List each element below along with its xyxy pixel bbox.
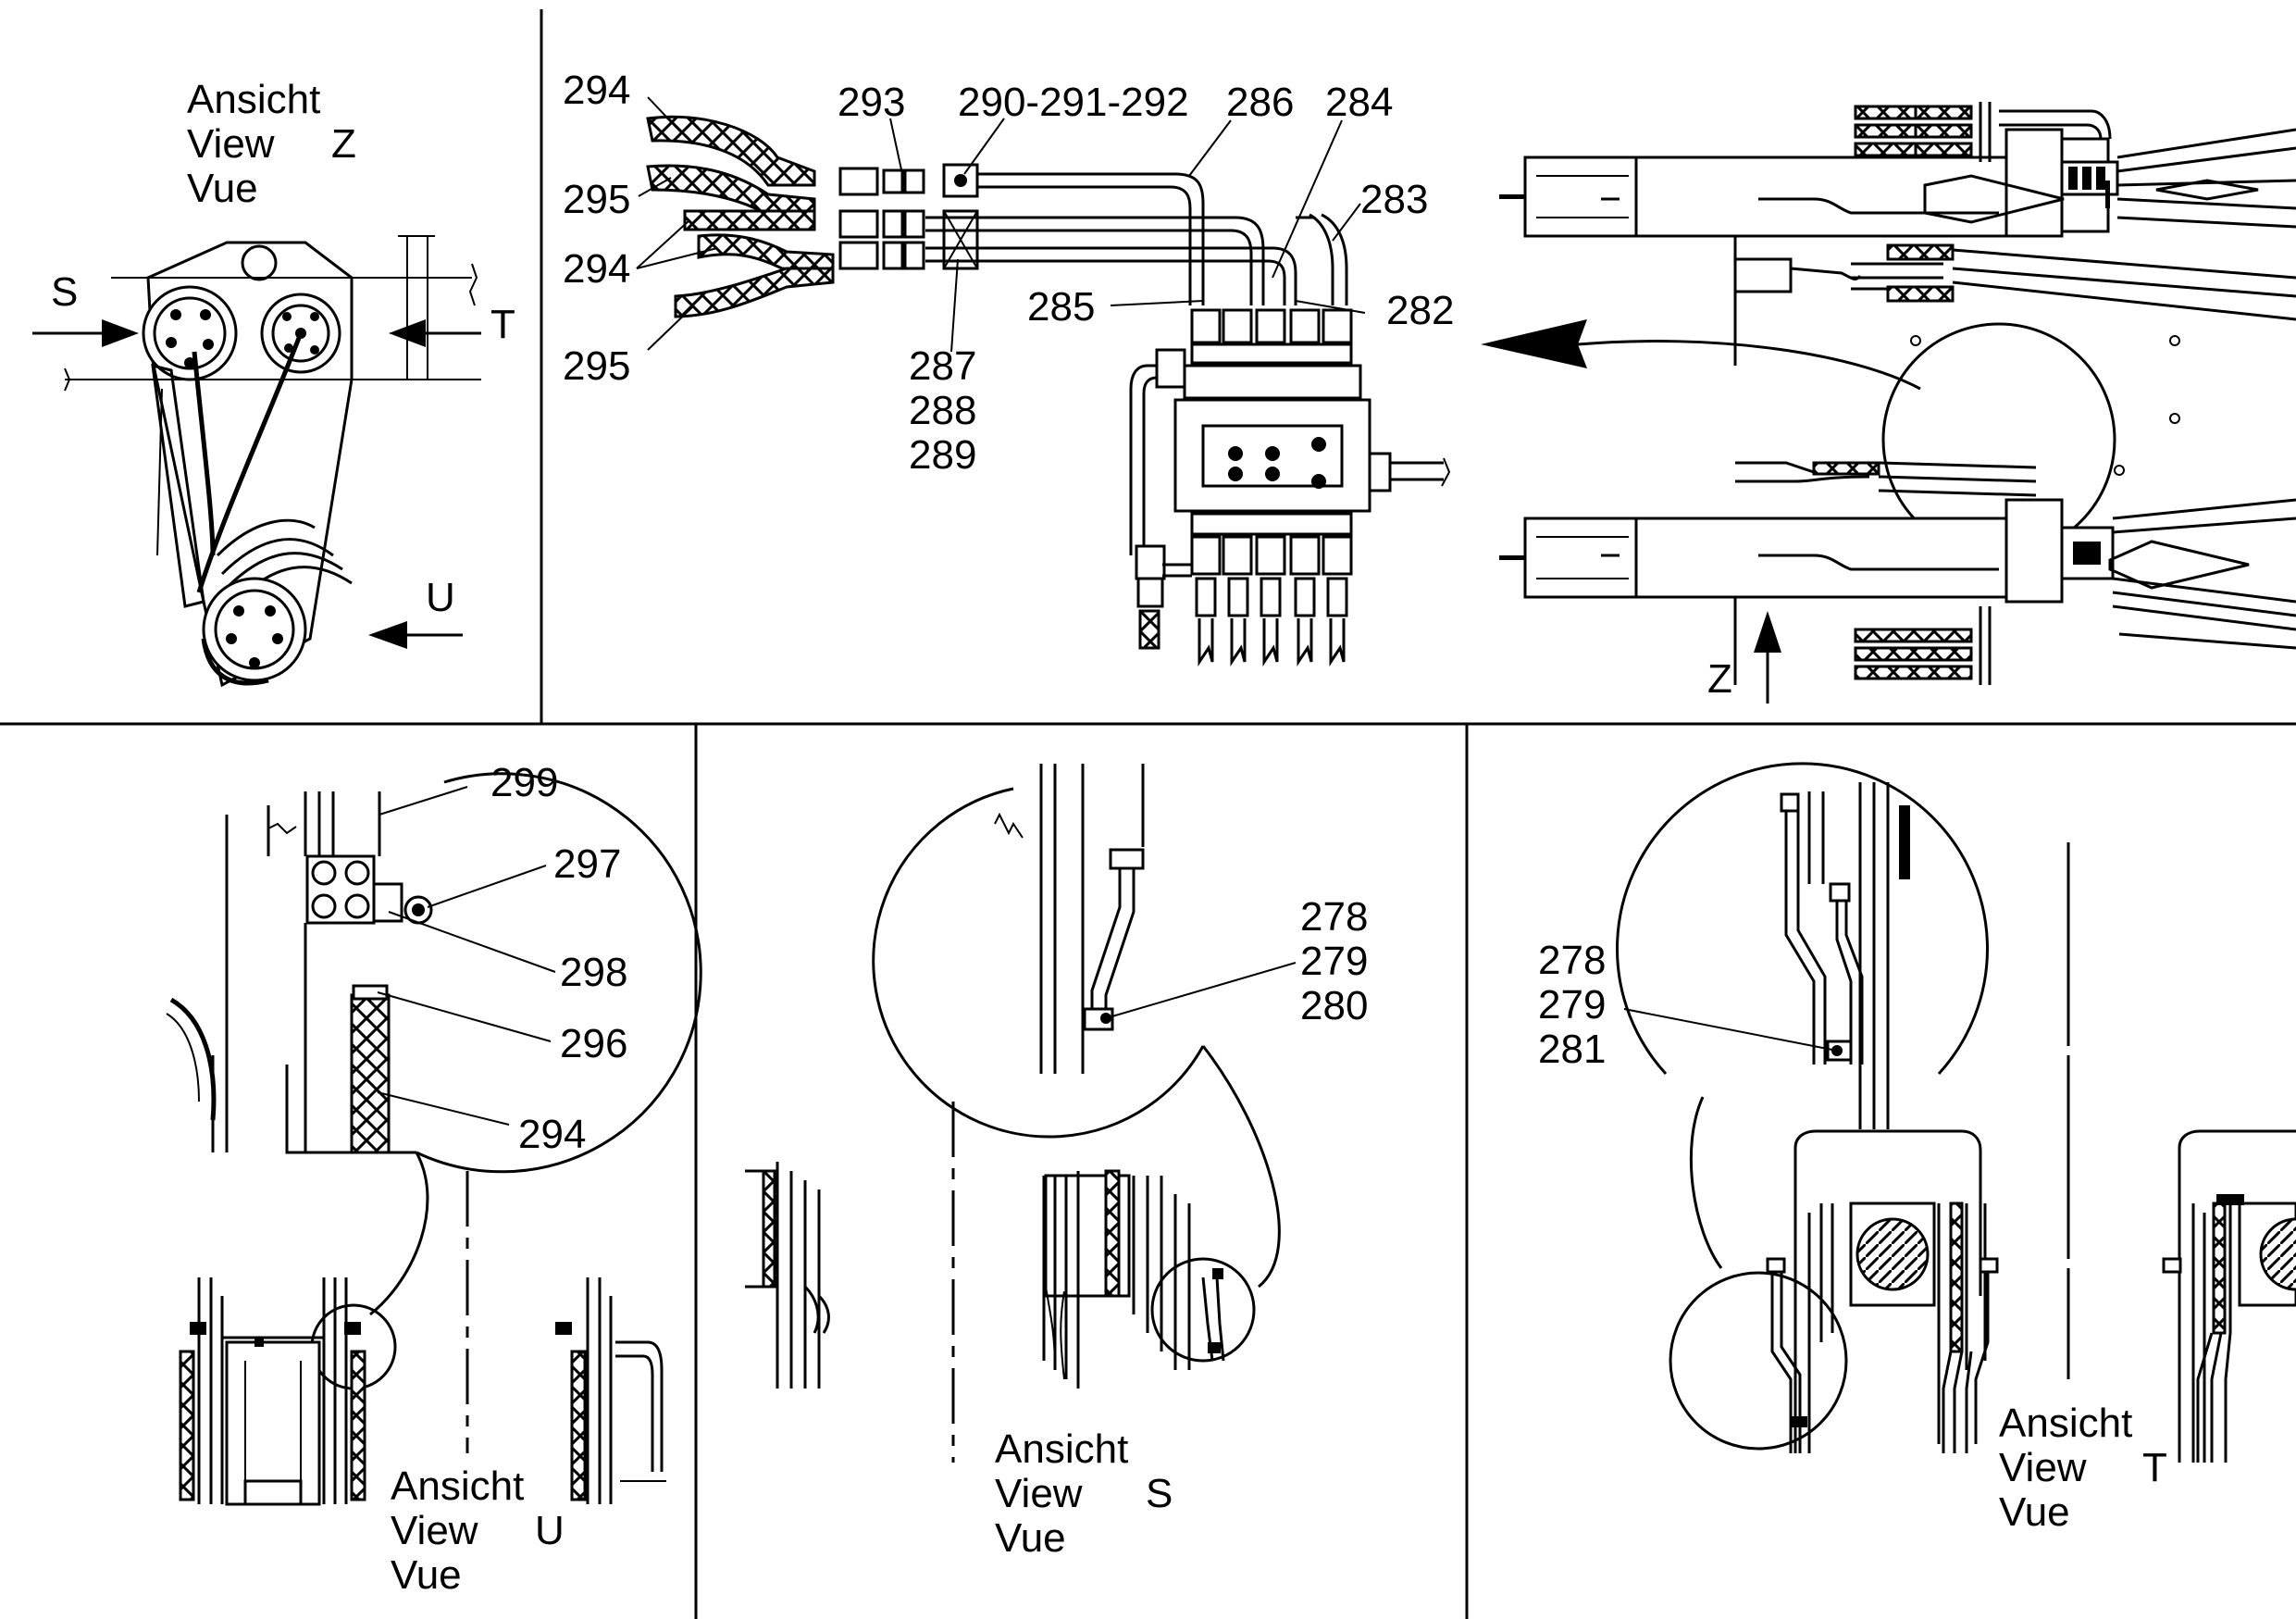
hose-294-lower-b [697, 233, 835, 272]
view-t-letter: T [2142, 1445, 2167, 1490]
panel-dividers [0, 9, 2296, 1619]
view-z-letter: Z [331, 121, 356, 167]
hose-294-upper [646, 115, 816, 187]
view-z-panel: Ansicht View Z Vue [32, 77, 515, 688]
callout-278-b: 278 [1538, 938, 1606, 983]
view-z-view: View [187, 121, 275, 167]
view-z-vue: Vue [187, 166, 258, 211]
callout-293: 293 [838, 80, 905, 125]
valve-block [1129, 308, 1451, 666]
lower-arm [1499, 461, 2296, 685]
callout-279-a: 279 [1300, 939, 1368, 984]
view-t-panel: Ansicht View T Vue 278 279 281 [1538, 762, 2296, 1535]
fitting-cluster [838, 163, 979, 270]
view-s-panel: Ansicht View S Vue 278 279 280 [745, 764, 1368, 1561]
callout-298: 298 [560, 950, 627, 995]
arrow-u: U [368, 575, 463, 649]
callout-297: 297 [553, 841, 621, 887]
detail-pointer-arrow [1481, 319, 1921, 391]
view-t-vue: Vue [1999, 1489, 2070, 1535]
view-u-panel: Ansicht View U Vue 299 297 298 296 294 [166, 760, 702, 1598]
arrow-z-label: Z [1707, 656, 1732, 702]
view-z-ansicht: Ansicht [187, 77, 320, 122]
top-view-panel: Z [1499, 102, 2296, 704]
callout-294-c: 294 [518, 1112, 586, 1157]
callout-295-a: 295 [563, 177, 630, 222]
arrow-s: S [32, 269, 139, 347]
callout-299: 299 [490, 760, 558, 805]
view-t-lower-assembly [1669, 842, 2296, 1463]
pipe-bundle [925, 172, 1348, 305]
hose-bundle-top [1854, 102, 2112, 162]
callout-296: 296 [560, 1021, 627, 1066]
view-u-lower-assembly [179, 1171, 666, 1506]
view-s-vue: Vue [995, 1515, 1066, 1561]
middle-arm-lines [1733, 236, 2296, 476]
view-t-ansicht: Ansicht [1999, 1401, 2132, 1446]
callout-280: 280 [1300, 983, 1368, 1028]
callout-288: 288 [909, 388, 976, 433]
view-t-view: View [1999, 1445, 2087, 1490]
leader-lines-hose-detail [636, 96, 1366, 353]
arrow-t: T [389, 302, 515, 347]
callout-279-b: 279 [1538, 982, 1606, 1027]
hose-detail-panel: 294 293 290-291-292 286 284 283 295 294 … [563, 68, 1454, 666]
view-s-ansicht: Ansicht [995, 1426, 1128, 1472]
view-s-lower-assembly [745, 1102, 1256, 1463]
arrow-u-label: U [426, 575, 455, 620]
view-s-view: View [995, 1471, 1083, 1516]
view-u-view: View [391, 1508, 478, 1553]
callout-278-a: 278 [1300, 894, 1368, 940]
hose-294-lower [683, 209, 816, 231]
machine-head-outline [64, 235, 481, 688]
callout-282: 282 [1386, 288, 1454, 333]
view-u-letter: U [535, 1508, 565, 1553]
callout-286: 286 [1226, 80, 1294, 125]
view-u-ansicht: Ansicht [391, 1463, 524, 1509]
arrow-s-label: S [51, 269, 78, 315]
callout-294-a: 294 [563, 68, 630, 113]
upper-arm [1499, 102, 2296, 238]
callout-290-291-292: 290-291-292 [958, 80, 1189, 125]
view-u-vue: Vue [391, 1552, 462, 1598]
callout-281: 281 [1538, 1027, 1606, 1072]
callout-284: 284 [1325, 80, 1393, 125]
arrow-t-label: T [490, 302, 515, 347]
callout-285: 285 [1027, 284, 1095, 330]
callout-283: 283 [1360, 177, 1428, 222]
callout-295-b: 295 [563, 343, 630, 389]
callout-294-b: 294 [563, 246, 630, 292]
hose-295-lower [674, 267, 835, 318]
callout-289: 289 [909, 432, 976, 478]
view-s-letter: S [1146, 1471, 1173, 1516]
callout-287: 287 [909, 343, 976, 389]
arrow-z: Z [1707, 611, 1781, 704]
